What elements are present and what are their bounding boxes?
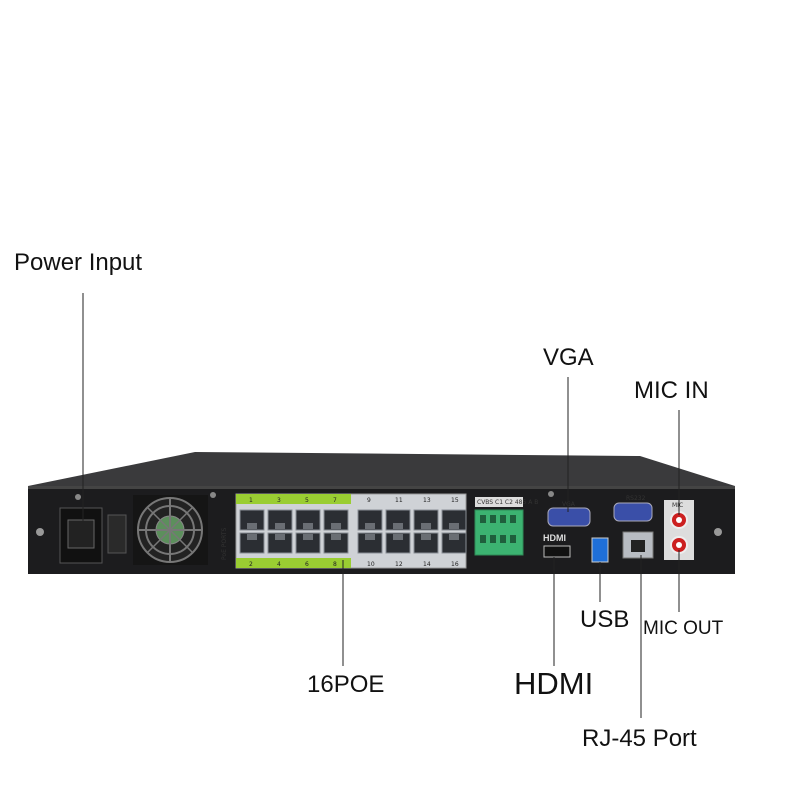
rs232-label: RS232: [626, 495, 646, 502]
poe-port-number: 13: [423, 497, 431, 504]
poe-port-number: 15: [451, 497, 459, 504]
poe-label: 16POE: [307, 671, 385, 698]
poe-port: [441, 509, 467, 531]
rj45-label: RJ-45 Port: [582, 725, 697, 752]
poe-port-number: 1: [249, 497, 253, 504]
poe-port: [357, 532, 383, 554]
poe-port: [267, 532, 293, 554]
poe-port: [413, 532, 439, 554]
usb-port: [591, 537, 609, 563]
alarm-label: CVBS C1 C2 485 A B: [477, 499, 538, 506]
poe-port-block: [235, 493, 467, 569]
fan-grill: [133, 495, 208, 565]
poe-port-number: 5: [305, 497, 309, 504]
rs232-port: [613, 502, 653, 522]
vga-small-label: VGA: [562, 501, 576, 508]
poe-port: [323, 532, 349, 554]
usb-label: USB: [580, 606, 630, 633]
hdmi-logo: HDMI: [543, 533, 566, 543]
poe-port-number: 12: [395, 561, 403, 568]
poe-port-number: 7: [333, 497, 337, 504]
poe-port-number: 2: [249, 561, 253, 568]
poe-port-number: 4: [277, 561, 281, 568]
poe-port: [385, 532, 411, 554]
vga-label: VGA: [543, 344, 594, 371]
poe-port-number: 8: [333, 561, 337, 568]
poe-port: [295, 532, 321, 554]
poe-port: [323, 509, 349, 531]
poe-ports-vertical-label: PoE PORTS: [221, 527, 228, 560]
poe-port: [267, 509, 293, 531]
poe-port-number: 14: [423, 561, 431, 568]
audio-label: MIC: [672, 502, 683, 509]
hdmi-label: HDMI: [514, 666, 594, 701]
poe-port-number: 9: [367, 497, 371, 504]
poe-port-number: 11: [395, 497, 403, 504]
poe-port: [239, 509, 265, 531]
poe-port: [239, 532, 265, 554]
hdmi-port: [543, 545, 571, 558]
mic-out-label: MIC OUT: [643, 618, 724, 639]
screw-right: [714, 528, 722, 536]
screw-left: [36, 528, 44, 536]
poe-port: [385, 509, 411, 531]
poe-port: [357, 509, 383, 531]
poe-port: [441, 532, 467, 554]
chassis-top: [28, 452, 735, 486]
poe-port-number: 10: [367, 561, 375, 568]
poe-port-number: 6: [305, 561, 309, 568]
poe-port-number: 3: [277, 497, 281, 504]
power-switch: [107, 514, 127, 554]
poe-port: [295, 509, 321, 531]
poe-port: [413, 509, 439, 531]
poe-port-number: 16: [451, 561, 459, 568]
mic-in-label: MIC IN: [634, 377, 709, 404]
vga-port: [547, 507, 591, 527]
power-input-label: Power Input: [14, 249, 143, 276]
